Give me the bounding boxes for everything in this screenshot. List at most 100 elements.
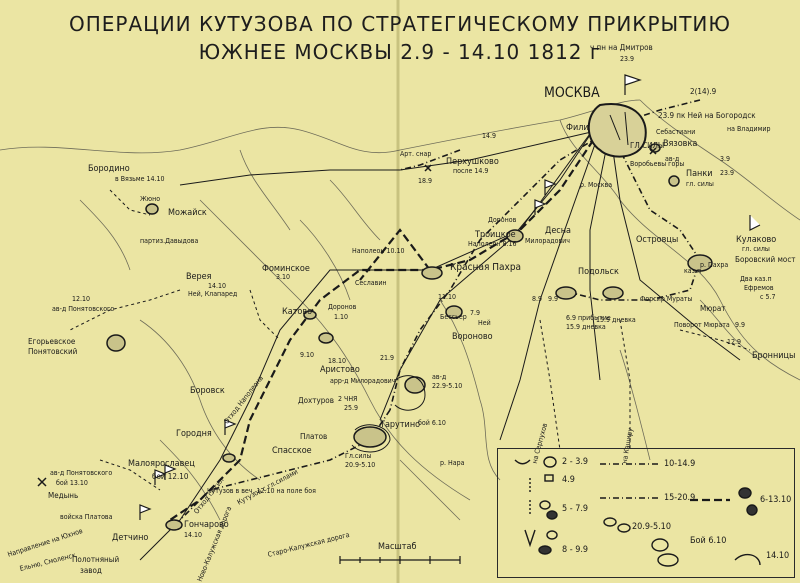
label-d239b: 23.9 [720, 169, 735, 177]
label-d310: 3.10 [276, 273, 291, 281]
label-nara: р. Нара [440, 459, 465, 467]
legend-box [497, 448, 795, 578]
label-aristovo: Аристово [320, 365, 360, 375]
label-d1810: 18.10 [328, 357, 347, 365]
label-d209-510: 20.9-5.10 [345, 461, 376, 469]
label-vereya: Верея [186, 272, 212, 282]
label-v-vyazme: в Вязьме 14.10 [115, 175, 165, 183]
label-vladimir: на Владимир [727, 125, 771, 133]
label-gorodnya: Городня [176, 429, 212, 439]
label-fili: Фили [566, 123, 589, 133]
legend-l8: 6-13.10 [760, 495, 792, 505]
label-moskva-r: р. Москва [580, 181, 613, 189]
label-ney-bogorodsk: 23.9 пк Ней на Богородск [658, 111, 756, 120]
label-av-d: ав-д [432, 373, 447, 381]
label-perhushkovo: Перхушково [446, 157, 499, 167]
label-kaz-p: каз.п [684, 267, 702, 275]
label-boy1210: бой 12.10 [152, 472, 189, 481]
army-positions [106, 143, 713, 531]
label-d1210: 12.10 [72, 295, 91, 303]
label-bronnitsy: Бронницы [752, 351, 796, 361]
legend-l2: 4.9 [562, 475, 575, 485]
label-mozhaysk: Можайск [168, 208, 207, 218]
label-gl-sily3: гл. силы [686, 180, 714, 188]
label-vyazovka: Вязовка [663, 139, 698, 149]
label-ponyat2: Понятовский [28, 347, 78, 356]
legend-l6: 15-20.9 [664, 493, 696, 503]
map-title-line2: ЮЖНЕЕ МОСКВЫ 2.9 - 14.10 1812 г [198, 40, 602, 64]
label-bessuev: Бессьер [440, 313, 467, 321]
label-medyn: Медынь [48, 491, 79, 500]
label-posle149: после 14.9 [453, 167, 489, 175]
label-gl-sily4: гл. силы [742, 245, 770, 253]
label-goncharovo: Гончарово [184, 520, 229, 530]
label-d159: 15.9 дневка [566, 323, 606, 331]
label-borodino: Бородино [88, 164, 130, 174]
label-ney: Ней [478, 319, 491, 327]
label-av-d-top: ав-д [665, 155, 680, 163]
label-d219: 21.9 [380, 354, 395, 362]
label-tarutino: Тарутино [380, 420, 421, 430]
moscow-city [587, 103, 647, 158]
label-boy610: бой 6.10 [418, 419, 446, 427]
label-doktorov: Дохтуров [298, 396, 334, 405]
tarutino-camp [351, 375, 426, 453]
label-poln-zavod1: Полотняный [72, 555, 120, 564]
battle-marks [37, 147, 657, 487]
label-d69: 6.9 прибытие [566, 314, 611, 322]
label-d910: 9.10 [300, 351, 315, 359]
label-sevastyanov: Себастиани [656, 128, 696, 136]
label-gl-sily: Гл.силы [345, 452, 372, 460]
label-platov: Платов [300, 432, 328, 441]
legend-l7: 20.9-5.10 [632, 522, 671, 532]
label-boy1310: бой 13.10 [56, 479, 88, 487]
other-routes [69, 189, 751, 491]
label-napoleon1010: Наполеон 10.10 [352, 247, 405, 255]
label-troitskoe: Троицкое [475, 230, 516, 240]
label-myurat: Мюрат [700, 304, 726, 313]
label-ostrovtsy: Островцы [636, 235, 679, 245]
label-na-dmitrov: ч пн на Дмитров [590, 43, 653, 52]
label-efremov: Ефремов [744, 284, 774, 292]
label-d129: 12.9 [727, 338, 742, 346]
label-av-ponyat2: ав-д Понятовского [50, 469, 113, 477]
label-d89: 8.9 [532, 295, 543, 303]
label-spasskoe: Спасское [272, 446, 312, 456]
napoleon-route [169, 129, 601, 521]
label-ney-klapared: Ней, Клапаред [188, 290, 238, 298]
label-voyska-platova: войска Платова [60, 513, 113, 521]
label-podolsk: Подольск [578, 267, 619, 277]
label-katovo: Катово [282, 307, 313, 317]
legend-l5: 10-14.9 [664, 459, 696, 469]
label-desna: Десна [545, 226, 572, 236]
legend-l3: 5 - 7.9 [562, 504, 589, 514]
legend-icons [514, 456, 761, 567]
label-d99: 9.9 [735, 321, 746, 329]
label-povorot: Поворот Мюрата [674, 321, 730, 329]
flags [139, 74, 761, 520]
label-d214-9: 2(14).9 [690, 87, 717, 96]
scale-label: Масштаб [378, 542, 417, 552]
label-av-ponyat: ав-д Понятовского [52, 305, 115, 313]
label-arr-milorad: арр-д Милорадович [330, 377, 396, 385]
label-egorievskoe: Егорьевское [28, 337, 76, 346]
label-d159b: 15.9 дневка [596, 316, 636, 324]
label-seslavin: Сеславин [355, 279, 387, 287]
label-vereya-date: 14.10 [208, 282, 227, 290]
label-voronovo: Вороново [452, 332, 493, 342]
label-doronov: Доронов [328, 303, 357, 311]
label-d259: 25.9 [344, 404, 359, 412]
legend-l1: 2 - 3.9 [562, 457, 589, 467]
label-maloyar: Малоярославец [128, 459, 195, 469]
legend-l10: 14.10 [766, 551, 790, 561]
label-kulakovo: Кулаково [736, 235, 777, 245]
label-d239: 23.9 [620, 55, 635, 63]
label-art-snar: Арт. снар [400, 150, 432, 158]
legend-l4: 8 - 9.9 [562, 545, 589, 555]
label-panki: Панки [686, 169, 713, 179]
label-moskva: МОСКВА [544, 85, 600, 101]
legend-l9: Бой 6.10 [690, 536, 727, 546]
label-napr-pahra: р. Пахра [700, 261, 729, 269]
label-borovsk: Боровск [190, 386, 225, 396]
